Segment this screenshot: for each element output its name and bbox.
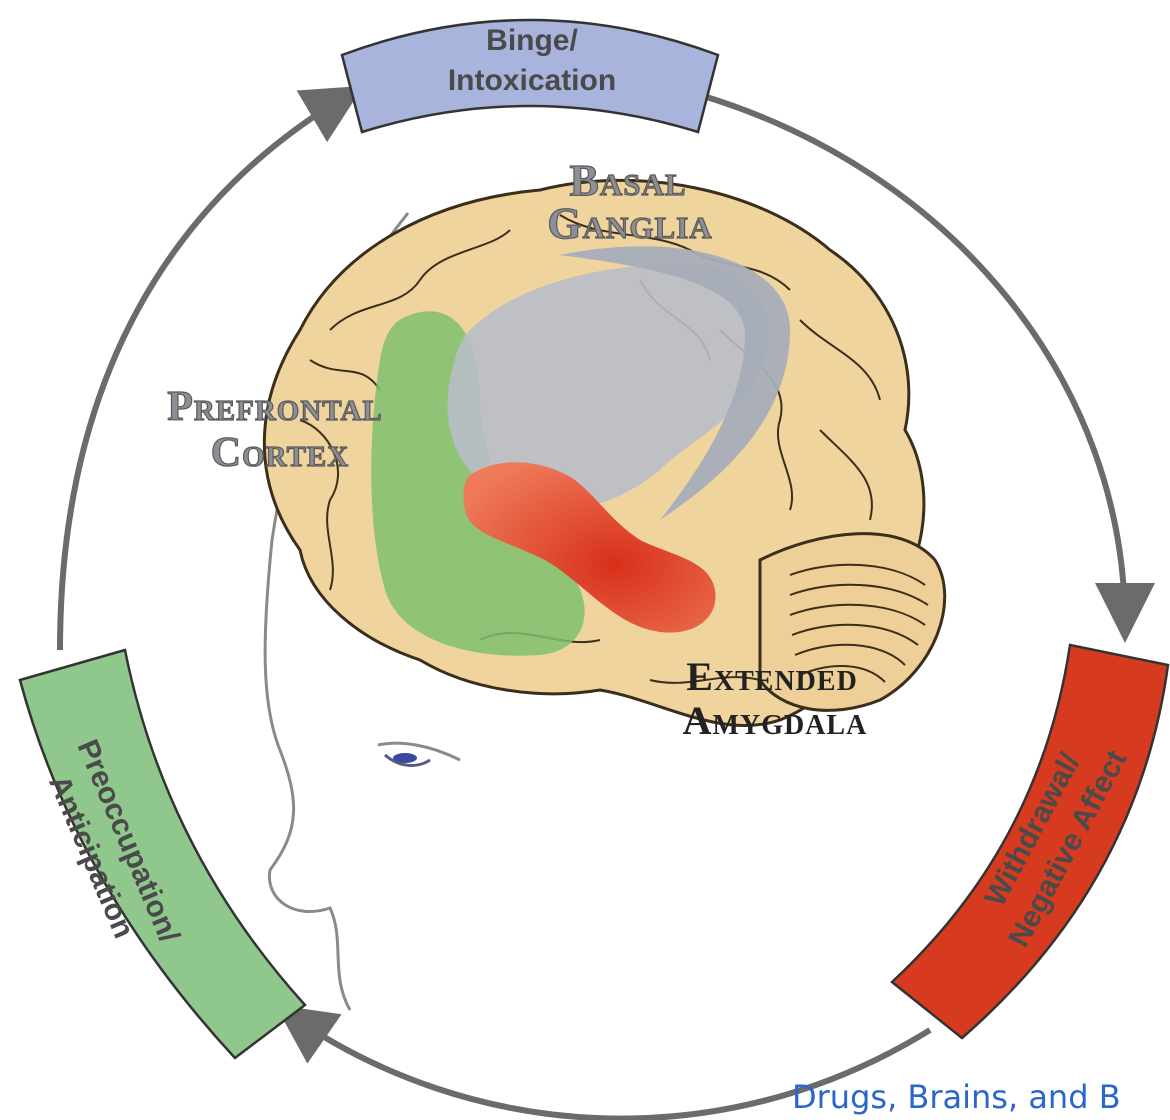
binge-line1: Binge/ (486, 24, 578, 57)
basal-ganglia-label: Basal Ganglia (547, 156, 712, 248)
eye-icon (393, 753, 417, 763)
prefrontal-cortex-line1: Prefrontal (167, 384, 383, 430)
basal-ganglia-line1: Basal (569, 156, 686, 205)
preoccupation-banner (20, 650, 305, 1058)
prefrontal-cortex-line2: Cortex (211, 430, 349, 476)
basal-ganglia-line2: Ganglia (547, 199, 712, 248)
stage-withdrawal-negative-affect: Withdrawal/ Negative Affect (892, 645, 1168, 1038)
source-caption: Drugs, Brains, and B (792, 1074, 1121, 1120)
extended-amygdala-line1: Extended (686, 654, 858, 699)
stage-preoccupation-anticipation: Preoccupation/ Anticipation (20, 650, 305, 1058)
brain-illustration (264, 180, 944, 725)
extended-amygdala-line2: Amygdala (683, 698, 868, 743)
extended-amygdala-label: Extended Amygdala (683, 654, 868, 743)
stage-binge-intoxication: Binge/ Intoxication (342, 20, 718, 132)
binge-line2: Intoxication (448, 64, 616, 97)
